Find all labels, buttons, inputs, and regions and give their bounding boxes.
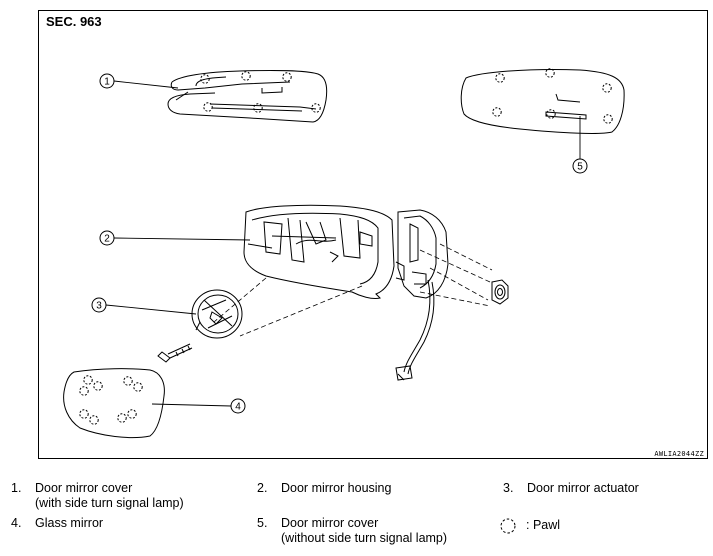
glass-mirror [63, 368, 165, 439]
screw [157, 343, 193, 363]
legend-pawl: : Pawl [498, 516, 618, 538]
legend-item-1-sublabel: (with side turn signal lamp) [35, 496, 184, 510]
figure-code: AWLIA2044ZZ [654, 450, 704, 458]
legend-item-4-number: 4. [11, 516, 22, 530]
exploded-view-diagram: 1 2 3 4 5 [63, 68, 625, 439]
callout-3-label: 3 [96, 301, 102, 312]
callout-4: 4 [151, 398, 246, 414]
pawl-marks-part5 [492, 68, 613, 124]
door-mirror-housing [243, 204, 449, 381]
callout-1: 1 [99, 73, 179, 89]
callout-1-label: 1 [104, 77, 110, 88]
door-mirror-cover-without-signal [460, 68, 625, 134]
callout-2: 2 [99, 230, 251, 246]
legend-item-2-number: 2. [257, 481, 268, 495]
pawl-marks-part4 [79, 375, 143, 425]
mounting-nut [491, 279, 509, 305]
legend-item-2-label: Door mirror housing [281, 481, 392, 495]
callout-2-label: 2 [104, 234, 110, 245]
door-mirror-cover-with-signal [167, 69, 328, 123]
legend-item-1-label: Door mirror cover [35, 481, 133, 495]
callout-5-label: 5 [577, 162, 583, 173]
legend-item-5-number: 5. [257, 516, 268, 530]
legend-item-3-number: 3. [503, 481, 514, 495]
callout-3: 3 [91, 297, 197, 315]
legend-pawl-label: : Pawl [526, 518, 561, 532]
callout-4-label: 4 [235, 402, 241, 413]
section-label: SEC. 963 [46, 14, 102, 29]
legend-item-1-number: 1. [11, 481, 22, 495]
legend-item-4-label: Glass mirror [35, 516, 104, 530]
assembly-guide-lines [213, 243, 493, 337]
legend-item-5-sublabel: (without side turn signal lamp) [281, 531, 448, 545]
legend-item-5-label: Door mirror cover [281, 516, 379, 530]
diagram-frame [38, 10, 708, 459]
callout-5: 5 [572, 116, 588, 174]
door-mirror-actuator [191, 289, 243, 339]
pawl-symbol-icon [500, 518, 516, 534]
legend-item-3-label: Door mirror actuator [527, 481, 639, 495]
